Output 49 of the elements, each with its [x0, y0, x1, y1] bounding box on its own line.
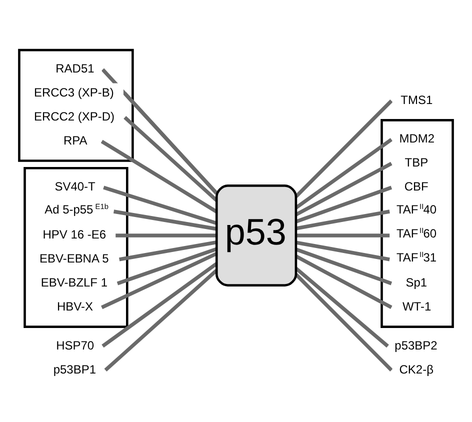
node-text: CK2-β [399, 362, 434, 376]
cluster [380, 118, 454, 328]
node-text: EBV-EBNA 5 [40, 251, 109, 266]
connector [294, 272, 393, 371]
connector [295, 185, 392, 223]
connector [103, 185, 217, 224]
node-text: RPA [64, 133, 88, 148]
connector [294, 99, 393, 198]
node-text: p53BP2 [394, 338, 438, 352]
node-text: HSP70 [56, 338, 94, 352]
node-text: TBP [404, 155, 428, 170]
connector [295, 161, 392, 216]
connector [296, 209, 390, 230]
connector [100, 139, 218, 213]
connector [294, 138, 392, 209]
connector [104, 268, 218, 372]
connector [124, 116, 218, 202]
node-text: TAF$^{II}$60 [396, 226, 437, 240]
connector [294, 266, 389, 348]
connector [113, 209, 217, 230]
node-text: WT-1 [402, 299, 432, 314]
cluster [18, 48, 134, 162]
connector [296, 233, 390, 237]
node-text: TMS1 [400, 92, 433, 106]
connector [102, 262, 218, 348]
connector [116, 246, 218, 285]
node-text: HPV 16 -E6 [42, 227, 106, 242]
connector [116, 233, 216, 237]
node-text: MDM2 [399, 131, 435, 146]
node-text: RAD51 [56, 61, 94, 76]
connector [295, 254, 392, 309]
connector [118, 240, 217, 261]
node-text: p53BP1 [53, 362, 96, 376]
connector [295, 247, 392, 285]
node-text: EBV-BZLF 1 [40, 275, 108, 290]
node-text: TAF$^{II}$31 [396, 250, 437, 264]
node-text: Ad 5-p55$^{E1b}$ [44, 202, 108, 216]
node-text: TAF$^{II}$40 [396, 202, 437, 216]
node-box: p53 [215, 184, 298, 286]
node-text: CBF [404, 179, 428, 194]
connector [101, 251, 218, 309]
cluster [24, 166, 128, 328]
node-text: SV40-T [54, 179, 96, 194]
connector [101, 68, 218, 194]
connector [123, 92, 218, 194]
connector [296, 240, 390, 261]
node-text: HBV-X [57, 299, 94, 314]
node-text: Sp1 [406, 275, 428, 290]
node-text: ERCC2 (XP-D) [34, 109, 115, 124]
